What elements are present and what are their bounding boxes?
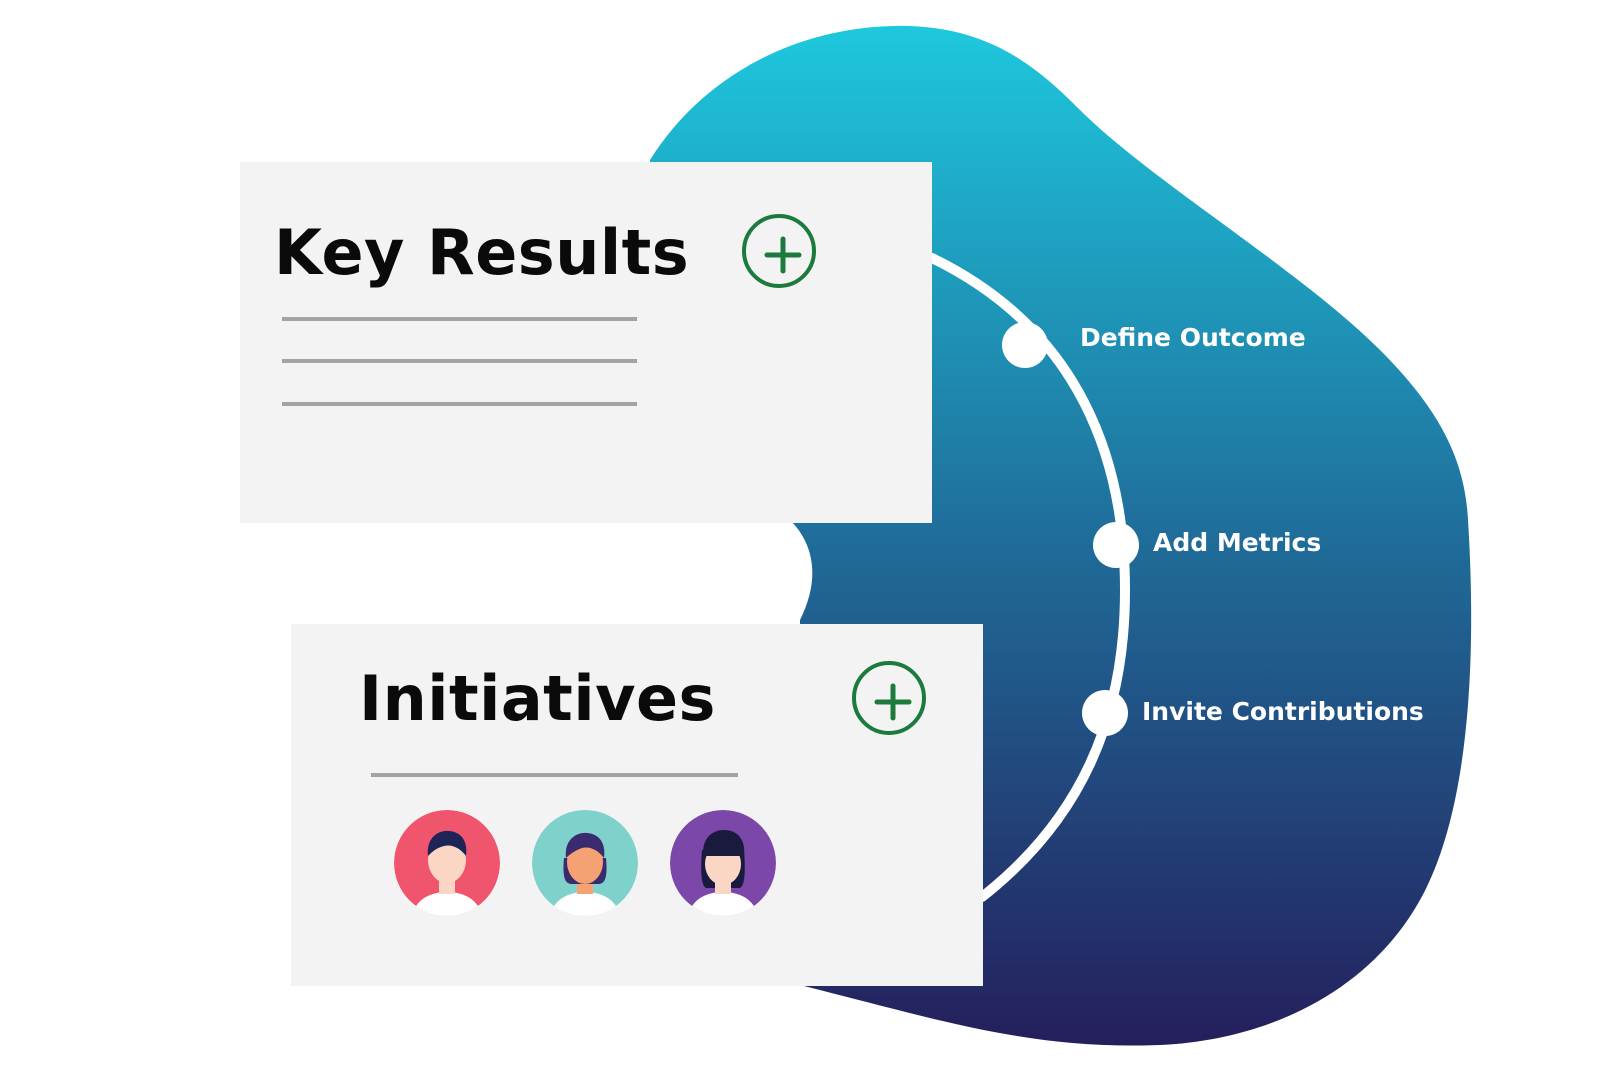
step-label-add-metrics: Add Metrics (1153, 528, 1322, 557)
initiatives-card: Initiatives (291, 624, 983, 986)
add-key-result-button[interactable] (742, 214, 816, 288)
placeholder-line (371, 773, 738, 777)
avatar (670, 810, 776, 916)
plus-icon (764, 236, 802, 274)
avatar (394, 810, 500, 916)
key-results-title: Key Results (274, 216, 690, 289)
placeholder-line (282, 402, 637, 406)
avatar (532, 810, 638, 916)
step-dot-add-metrics (1093, 522, 1139, 568)
add-initiative-button[interactable] (852, 661, 926, 735)
step-label-define-outcome: Define Outcome (1080, 323, 1306, 352)
key-results-card: Key Results (240, 162, 932, 523)
placeholder-line (282, 359, 637, 363)
placeholder-line (282, 317, 637, 321)
step-label-invite-contributions: Invite Contributions (1142, 697, 1424, 726)
initiatives-title: Initiatives (359, 662, 716, 735)
plus-icon (874, 683, 912, 721)
step-dot-invite-contributions (1082, 690, 1128, 736)
step-dot-define-outcome (1002, 322, 1048, 368)
